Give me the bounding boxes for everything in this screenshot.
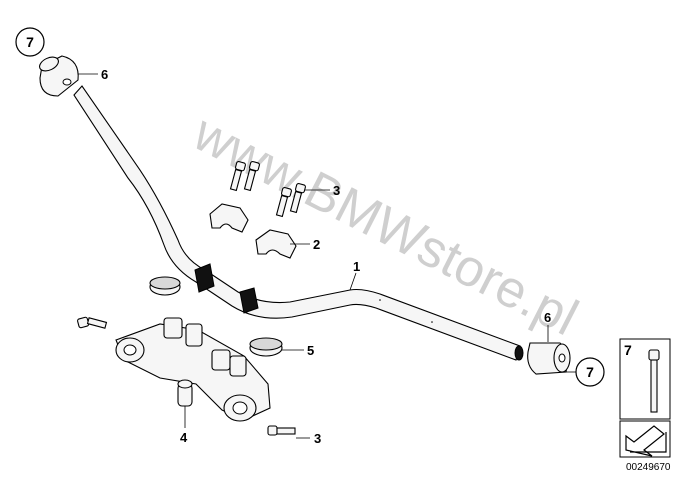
callout-1: 1 — [353, 259, 360, 274]
callout-6-right: 6 — [544, 310, 551, 325]
rubber-bushing-2[interactable] — [249, 337, 283, 357]
leader-lines — [78, 73, 576, 439]
svg-text:7: 7 — [26, 34, 34, 50]
legend-screw-icon — [648, 349, 660, 413]
callout-5: 5 — [307, 343, 314, 358]
callout-7-top: 7 — [15, 27, 45, 57]
legend-box-part-7: 7 — [619, 338, 671, 420]
bar-end-weight-left[interactable] — [37, 54, 79, 97]
handlebar-riser-bracket[interactable] — [115, 317, 271, 422]
handlebar-grip-mark-1 — [194, 263, 215, 293]
arrow-icon — [625, 425, 665, 457]
bar-end-weight-right[interactable] — [527, 342, 571, 375]
screw-3 — [275, 187, 292, 218]
callout-3-lower: 3 — [314, 431, 321, 446]
legend-number: 7 — [624, 342, 632, 358]
screw-lower-right[interactable] — [267, 425, 296, 436]
callout-6-left: 6 — [101, 67, 108, 82]
callout-4: 4 — [180, 430, 188, 445]
callout-2: 2 — [313, 237, 320, 252]
handlebar[interactable] — [73, 85, 524, 361]
screw-lower-left[interactable] — [77, 316, 108, 329]
screw-1 — [229, 161, 246, 192]
rubber-bushing-1[interactable] — [149, 276, 181, 296]
screw-2 — [243, 161, 260, 192]
svg-text:7: 7 — [586, 364, 594, 380]
screw-set-upper[interactable] — [229, 161, 306, 218]
reference-number: 00249670 — [626, 462, 671, 473]
clamp-cap-1[interactable] — [209, 203, 249, 233]
screw-4 — [289, 183, 306, 214]
handlebar-grip-mark-2 — [239, 287, 259, 314]
callout-3-upper: 3 — [333, 183, 340, 198]
callout-7-right: 7 — [575, 357, 605, 387]
orientation-arrow-box — [619, 420, 671, 458]
